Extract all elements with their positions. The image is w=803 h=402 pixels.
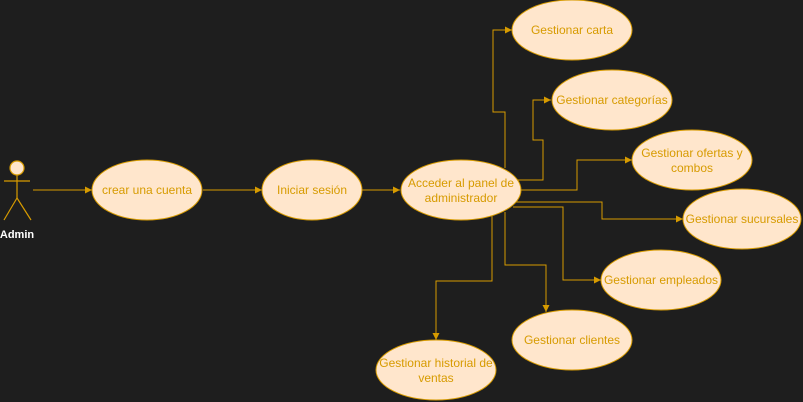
use-case-gestionar-clientes[interactable]: Gestionar clientes	[511, 309, 633, 371]
use-case-label: Acceder al panel de	[408, 176, 514, 190]
use-case-gestionar-empleados[interactable]: Gestionar empleados	[600, 249, 722, 311]
use-case-shape	[511, 0, 633, 61]
use-case-shape	[682, 188, 802, 250]
connector-panel-empleados	[513, 206, 601, 284]
connectors	[33, 26, 683, 340]
use-case-label: Gestionar empleados	[604, 273, 718, 287]
use-case-label: Iniciar sesión	[277, 183, 347, 197]
use-case-shape	[551, 69, 673, 131]
actor-right-leg	[16, 197, 32, 221]
use-case-gestionar-carta[interactable]: Gestionar carta	[511, 0, 633, 61]
use-case-acceder-panel[interactable]: Acceder al panel de administrador	[400, 159, 522, 221]
use-case-label-line2: administrador	[425, 191, 498, 205]
connector-panel-ofertas	[519, 156, 632, 191]
use-case-label: Gestionar historial de	[379, 356, 493, 370]
use-case-crear-cuenta[interactable]: crear una cuenta	[91, 159, 203, 221]
use-case-shape	[631, 129, 753, 191]
use-case-label-line2: ventas	[418, 371, 453, 385]
use-case-shape	[375, 339, 497, 401]
use-case-iniciar-sesion[interactable]: Iniciar sesión	[261, 159, 363, 221]
use-case-shape	[600, 249, 722, 311]
use-case-label: crear una cuenta	[102, 183, 192, 197]
use-case-label-line2: combos	[671, 161, 713, 175]
actor-admin[interactable]	[3, 160, 32, 221]
use-case-gestionar-sucursales[interactable]: Gestionar sucursales	[682, 188, 802, 250]
use-case-label: Gestionar sucursales	[686, 212, 799, 226]
use-case-gestionar-categorias[interactable]: Gestionar categorías	[551, 69, 673, 131]
connector-panel-clientes	[504, 212, 550, 312]
actor-left-leg	[3, 197, 18, 221]
actor-head	[9, 160, 25, 176]
use-case-shape	[511, 309, 633, 371]
use-case-shape	[400, 159, 522, 221]
connector-panel-categorias	[517, 96, 551, 181]
use-case-label: Gestionar carta	[531, 23, 613, 37]
use-case-gestionar-historial[interactable]: Gestionar historial de ventas	[375, 339, 497, 401]
connector-panel-historial	[432, 212, 493, 340]
use-case-label: Gestionar clientes	[524, 333, 620, 347]
use-case-shape	[91, 159, 203, 221]
actor-label: Admin	[0, 229, 34, 241]
connector-panel-sucursales	[515, 201, 683, 223]
use-case-gestionar-ofertas[interactable]: Gestionar ofertas y combos	[631, 129, 753, 191]
connector-panel-carta	[492, 26, 512, 168]
use-case-shape	[261, 159, 363, 221]
use-case-label: Gestionar ofertas y	[641, 146, 742, 160]
use-case-label: Gestionar categorías	[556, 93, 667, 107]
